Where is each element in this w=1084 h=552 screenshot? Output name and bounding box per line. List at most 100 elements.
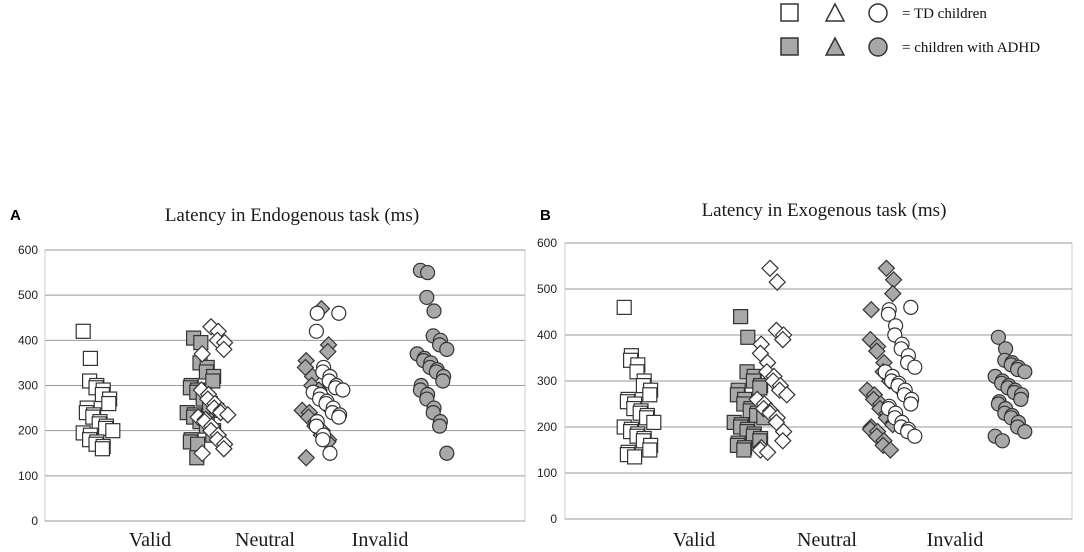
data-point [1017,424,1033,440]
y-tick-label: 400 [18,333,38,347]
data-point [736,442,752,458]
y-tick-label: 100 [537,466,557,480]
data-point [315,432,331,448]
legend-adhd-circle-icon [868,37,888,57]
series-td-neutral [189,317,237,463]
x-category-label: Neutral [235,529,295,551]
data-point [642,387,658,403]
data-point [862,300,881,319]
data-point [752,380,768,396]
series-adhd-valid [726,309,772,458]
data-point [309,305,325,321]
y-tick-label: 100 [18,469,38,483]
legend-adhd-label: = children with ADHD [902,40,1040,56]
legend-td-triangle-icon [824,2,846,22]
data-point [642,442,658,458]
legend-adhd-square-icon [780,37,799,56]
data-point [883,284,902,303]
y-tick-label: 200 [18,424,38,438]
x-category-label: Valid [129,529,171,551]
panel-letter-b: B [540,207,551,224]
panel-letter-a: A [10,207,21,224]
data-point [214,340,233,359]
data-point [616,299,632,315]
chart-a-title: Latency in Endogenous task (ms) [165,205,419,226]
data-point [420,264,436,281]
x-category-label: Neutral [797,529,857,551]
data-point [82,350,99,366]
data-point [214,439,233,458]
data-point [308,323,324,339]
data-point [907,428,923,444]
data-point [994,433,1011,449]
x-category-label: Invalid [352,529,409,551]
chart-panel-a: A Latency in Endogenous task (ms) 0 100 20… [10,205,526,551]
x-category-label: Valid [673,529,715,551]
data-point [205,373,221,389]
data-point [105,423,121,439]
data-point [877,259,896,278]
data-point [773,330,792,349]
series-td-valid [616,299,662,465]
data-point [626,449,643,465]
data-point [903,299,919,315]
data-point [732,309,749,325]
data-point [990,329,1007,345]
legend-td-label: = TD children [902,6,987,22]
legend-td-circle-icon [868,3,888,23]
legend-adhd-triangle-icon [824,36,846,56]
data-point [768,273,787,291]
data-point [426,303,442,319]
data-point [75,323,91,339]
y-tick-label: 300 [537,374,557,388]
data-point [435,373,451,389]
series-adhd-invalid [409,262,455,461]
series-td-neutral [748,259,796,462]
data-point [94,441,111,457]
y-tick-label: 300 [18,379,38,393]
legend: = TD children = children with ADHD [780,2,1040,57]
y-tick-label: 600 [537,236,557,250]
data-point [193,345,212,363]
data-point [758,443,777,462]
y-tick-label: 0 [550,512,557,526]
data-point [867,342,886,360]
y-tick-label: 600 [18,243,38,257]
y-tick-label: 0 [31,514,38,528]
data-point [322,445,338,461]
legend-td-square-icon [780,3,799,22]
series-td-valid [75,323,121,457]
data-point [439,341,455,357]
y-tick-label: 500 [537,282,557,296]
data-point [439,445,455,461]
data-point [777,385,796,404]
data-point [903,396,919,412]
data-point [646,414,662,430]
chart-panel-b: B Latency in Exogenous task (ms) 0 100 200… [537,200,1073,551]
data-point [432,418,448,434]
data-point [419,289,435,306]
data-point [331,305,347,321]
data-point [335,382,351,398]
x-category-label: Invalid [927,529,984,551]
data-point [761,259,779,278]
series-adhd-invalid [987,329,1033,449]
chart-b-title: Latency in Exogenous task (ms) [702,200,947,221]
data-point [318,342,337,361]
data-point [773,431,792,450]
data-point [331,409,347,425]
y-tick-label: 400 [537,328,557,342]
data-point [1013,391,1029,407]
data-point [740,329,756,345]
data-point [907,359,923,375]
data-point [880,306,897,322]
series-td-invalid [877,299,923,444]
y-tick-label: 200 [537,420,557,434]
series-td-invalid [305,305,351,461]
data-point [218,406,237,424]
data-point [881,441,900,459]
data-point [193,444,212,463]
data-point [101,395,117,412]
data-point [1017,364,1033,380]
